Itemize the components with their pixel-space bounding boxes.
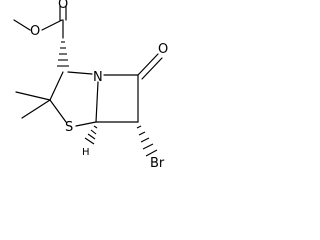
bromine-label: Br xyxy=(150,156,165,171)
bond-methyl-o xyxy=(13,19,31,31)
bridgehead-hydrogen-label: H xyxy=(82,147,90,158)
bond-c2-s xyxy=(49,99,67,123)
bond-lactam-co-2 xyxy=(141,57,163,80)
lactam-oxygen-label: O xyxy=(158,42,168,57)
bond-lactam-co-1 xyxy=(137,53,159,76)
bond-o-c-ester xyxy=(41,19,63,31)
bond-n-c5 xyxy=(95,81,99,123)
bond-c2-methyl-b xyxy=(21,99,51,119)
sulfur-label: S xyxy=(65,120,73,135)
hash-c6-br xyxy=(136,125,158,157)
hash-c3-ester xyxy=(57,41,69,67)
bond-c2-methyl-a xyxy=(15,91,51,101)
molecule-structure: O O N S O Br H xyxy=(13,0,168,171)
bond-c3-c2 xyxy=(49,71,64,101)
ester-carbonyl-oxygen-label: O xyxy=(58,0,68,12)
ester-oxygen-label: O xyxy=(30,24,40,39)
bond-s-c5 xyxy=(75,121,97,127)
hash-c5-h xyxy=(84,125,98,145)
bond-c3-n xyxy=(67,71,93,75)
nitrogen-label: N xyxy=(93,70,103,85)
